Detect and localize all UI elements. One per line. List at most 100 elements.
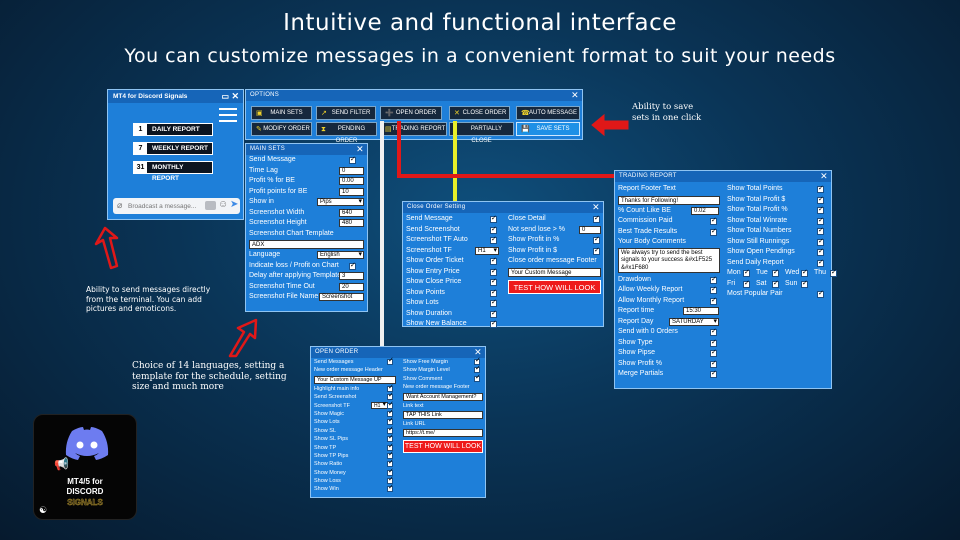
profit-pts-field[interactable]: 10 — [339, 187, 364, 196]
show-profit-checkbox[interactable] — [710, 359, 717, 369]
option-open-order-button[interactable]: ➕OPEN ORDER — [380, 106, 442, 120]
show-open-pendings-checkbox[interactable] — [817, 247, 824, 258]
close-icon[interactable]: ✕ — [571, 90, 579, 100]
show-loss-checkbox[interactable] — [387, 476, 394, 484]
send-message-checkbox[interactable] — [490, 214, 497, 225]
show-total-winrate-checkbox[interactable] — [817, 216, 824, 226]
show-free-margin-checkbox[interactable] — [474, 357, 481, 365]
option-pending-order-button[interactable]: ⧗PENDING ORDER — [316, 122, 377, 144]
show-tp-checkbox[interactable] — [387, 443, 394, 451]
show-total-profit-checkbox[interactable] — [817, 195, 824, 205]
time-lag-field[interactable]: 0 — [339, 166, 364, 175]
minimize-icon[interactable]: ▭ — [221, 92, 229, 101]
option-send-filter-button[interactable]: ↗SEND FILTER — [316, 106, 376, 120]
send-screenshot-checkbox[interactable] — [387, 392, 394, 401]
screenshot-tf-checkbox[interactable] — [387, 401, 394, 409]
show-profit-usd-checkbox[interactable] — [593, 246, 600, 256]
allow-monthly-report-checkbox[interactable] — [710, 296, 717, 306]
allow-weekly-report-checkbox[interactable] — [710, 285, 717, 296]
show-pipse-checkbox[interactable] — [710, 348, 717, 359]
close-icon[interactable]: ✕ — [592, 202, 600, 212]
show-duration-checkbox[interactable] — [490, 309, 497, 319]
close-detail-checkbox[interactable] — [593, 214, 600, 225]
show-type-checkbox[interactable] — [710, 338, 717, 348]
send-screenshot-checkbox[interactable] — [490, 225, 497, 235]
attach-icon[interactable]: ⌀ — [117, 200, 123, 210]
send-messages-checkbox[interactable] — [387, 357, 394, 365]
day-thu-checkbox[interactable] — [830, 268, 837, 279]
show-total-numbers-checkbox[interactable] — [817, 226, 824, 237]
option-save-sets-button[interactable]: 💾SAVE SETS — [516, 122, 580, 136]
show-total-profit-checkbox[interactable] — [817, 205, 824, 216]
show-comment-checkbox[interactable] — [474, 374, 481, 382]
close-icon[interactable]: ✕ — [474, 347, 482, 357]
indicate-loss-checkbox[interactable] — [349, 261, 356, 271]
show-sl-checkbox[interactable] — [387, 426, 394, 434]
show-lots-checkbox[interactable] — [490, 298, 497, 309]
show-close-price-checkbox[interactable] — [490, 277, 497, 288]
open-test-button[interactable]: TEST HOW WILL LOOK — [403, 440, 483, 454]
show-order-ticket-checkbox[interactable] — [490, 256, 497, 267]
report-footer-field[interactable]: Thanks for Following! — [618, 195, 720, 205]
link-text-field[interactable]: TAP THIS Link — [403, 410, 483, 419]
popular-pair-checkbox[interactable] — [817, 289, 824, 300]
merge-partials-checkbox[interactable] — [710, 369, 717, 380]
show-entry-price-checkbox[interactable] — [490, 267, 497, 277]
highlight-main-info-checkbox[interactable] — [387, 384, 394, 392]
show-still-runnings-checkbox[interactable] — [817, 237, 824, 247]
not-send-lose-field[interactable]: 0 — [579, 225, 601, 234]
ss-timeout-field[interactable]: 20 — [339, 282, 364, 291]
link-url-field[interactable]: https://t.me/ — [403, 429, 483, 438]
chart-template-field[interactable]: ADX — [249, 240, 364, 249]
broadcast-input[interactable] — [128, 201, 200, 211]
gif-icon[interactable] — [205, 201, 216, 210]
show-sl-pips-checkbox[interactable] — [387, 434, 394, 443]
report-day-select[interactable]: SATURDAY — [669, 317, 719, 326]
show-points-checkbox[interactable] — [490, 288, 497, 298]
menu-lines-icon[interactable] — [219, 108, 237, 122]
option-main-sets-button[interactable]: ▣MAIN SETS — [251, 106, 312, 120]
show-win-checkbox[interactable] — [387, 484, 394, 493]
day-mon-checkbox[interactable] — [743, 268, 750, 279]
profit-pct-field[interactable]: 0.00 — [339, 177, 364, 185]
close-icon[interactable]: ✕ — [356, 144, 364, 154]
day-wed-checkbox[interactable] — [801, 268, 808, 279]
show-new-balance-checkbox[interactable] — [490, 319, 497, 330]
send-icon[interactable]: ➤ — [230, 199, 239, 210]
show-money-checkbox[interactable] — [387, 468, 394, 476]
option-partially-close-button[interactable]: ◐PARTIALLY CLOSE — [449, 122, 514, 144]
show-ratio-checkbox[interactable] — [387, 459, 394, 468]
commission-checkbox[interactable] — [710, 216, 717, 227]
option-trading-report-button[interactable]: ▤TRADING REPORT — [380, 122, 447, 136]
body-comments-field[interactable]: We always try to send the best signals t… — [618, 247, 720, 273]
close-footer-field[interactable]: Your Custom Message — [508, 267, 601, 277]
close-test-button[interactable]: TEST HOW WILL LOOK — [508, 279, 601, 294]
show-profit-pct-checkbox[interactable] — [593, 235, 600, 246]
show-tp-pips-checkbox[interactable] — [387, 451, 394, 459]
close-icon[interactable]: ✕ — [820, 171, 828, 181]
report-time-field[interactable]: 15:30 — [683, 307, 719, 315]
send-daily-report-checkbox[interactable] — [817, 258, 824, 268]
delay-field[interactable]: 3 — [339, 272, 364, 280]
header-field[interactable]: Your Custom Message UP — [314, 375, 396, 384]
show-magic-checkbox[interactable] — [387, 409, 394, 417]
option-modify-order-button[interactable]: ✎MODIFY ORDER — [251, 122, 312, 136]
show-total-points-checkbox[interactable] — [817, 184, 824, 195]
day-sun-checkbox[interactable] — [801, 279, 808, 289]
best-trade-checkbox[interactable] — [710, 227, 717, 237]
emoji-icon[interactable]: ☺ — [218, 199, 229, 210]
oo-screenshot-tf-select[interactable]: H1 — [371, 401, 388, 409]
show-lots-checkbox[interactable] — [387, 417, 394, 426]
day-sat-checkbox[interactable] — [772, 279, 779, 289]
drawdown-checkbox[interactable] — [710, 275, 717, 285]
screenshot-tf-select[interactable]: H1 — [475, 246, 499, 255]
ss-width-field[interactable]: 640 — [339, 208, 364, 217]
close-icon[interactable]: ✕ — [231, 91, 239, 101]
ss-height-field[interactable]: 480 — [339, 219, 364, 227]
broadcast-bar[interactable]: ⌀ ☺ ➤ — [113, 198, 240, 214]
day-fri-checkbox[interactable] — [743, 279, 750, 289]
send-message-checkbox[interactable] — [349, 155, 356, 166]
